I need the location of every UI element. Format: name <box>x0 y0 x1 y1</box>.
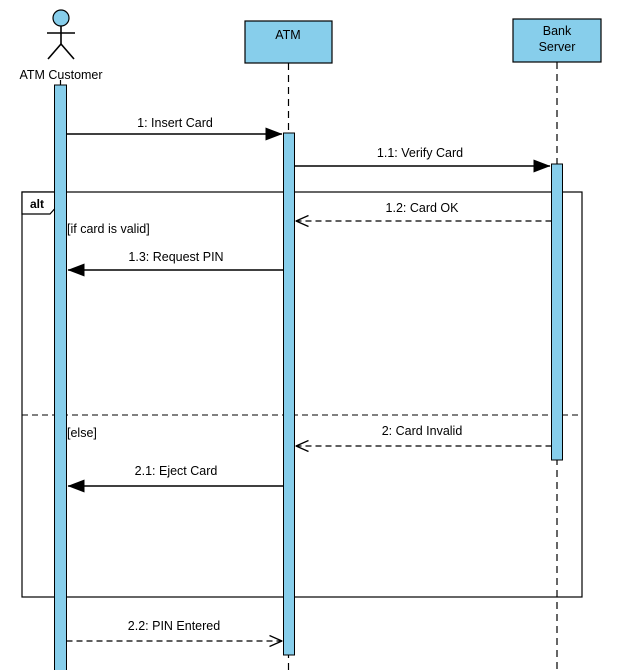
guard-else: [else] <box>67 426 97 440</box>
message-label-pin-entered: 2.2: PIN Entered <box>128 619 220 633</box>
message-label-insert-card: 1: Insert Card <box>137 116 213 130</box>
message-label-verify-card: 1.1: Verify Card <box>377 146 463 160</box>
message-verify-card: 1.1: Verify Card <box>294 146 551 173</box>
alt-fragment-frame <box>21 191 583 598</box>
message-label-card-ok: 1.2: Card OK <box>386 201 460 215</box>
participant-box-atm <box>244 20 333 64</box>
participant-label-bank-line2: Server <box>539 40 576 54</box>
activation-bar-atm <box>283 132 295 656</box>
guard-if-card-valid: [if card is valid] <box>67 222 150 236</box>
activation-bar-bank-server <box>551 163 563 461</box>
message-card-invalid: 2: Card Invalid <box>296 424 552 446</box>
message-card-ok: 1.2: Card OK <box>296 201 552 221</box>
message-request-pin: 1.3: Request PIN <box>67 250 284 277</box>
message-insert-card: 1: Insert Card <box>66 116 283 141</box>
participant-atm: ATM <box>244 20 333 64</box>
message-label-eject-card: 2.1: Eject Card <box>135 464 218 478</box>
participant-atm-customer: ATM Customer <box>19 9 103 82</box>
participant-label-atm: ATM <box>275 28 300 42</box>
message-pin-entered: 2.2: PIN Entered <box>66 619 283 641</box>
alt-fragment: alt [if card is valid] [else] <box>21 191 583 598</box>
participant-label-bank-line1: Bank <box>543 24 572 38</box>
alt-operator-label: alt <box>30 197 44 211</box>
message-label-request-pin: 1.3: Request PIN <box>128 250 223 264</box>
message-label-card-invalid: 2: Card Invalid <box>382 424 463 438</box>
actor-head-icon <box>52 9 70 27</box>
participant-label-atm-customer: ATM Customer <box>19 68 102 82</box>
participant-bank-server: Bank Server <box>512 18 602 63</box>
participant-box-bank-server <box>512 18 602 63</box>
activation-bar-atm-customer <box>54 84 67 670</box>
message-eject-card: 2.1: Eject Card <box>67 464 284 493</box>
actor-right-leg-icon <box>60 43 75 60</box>
actor-left-leg-icon <box>47 43 62 60</box>
